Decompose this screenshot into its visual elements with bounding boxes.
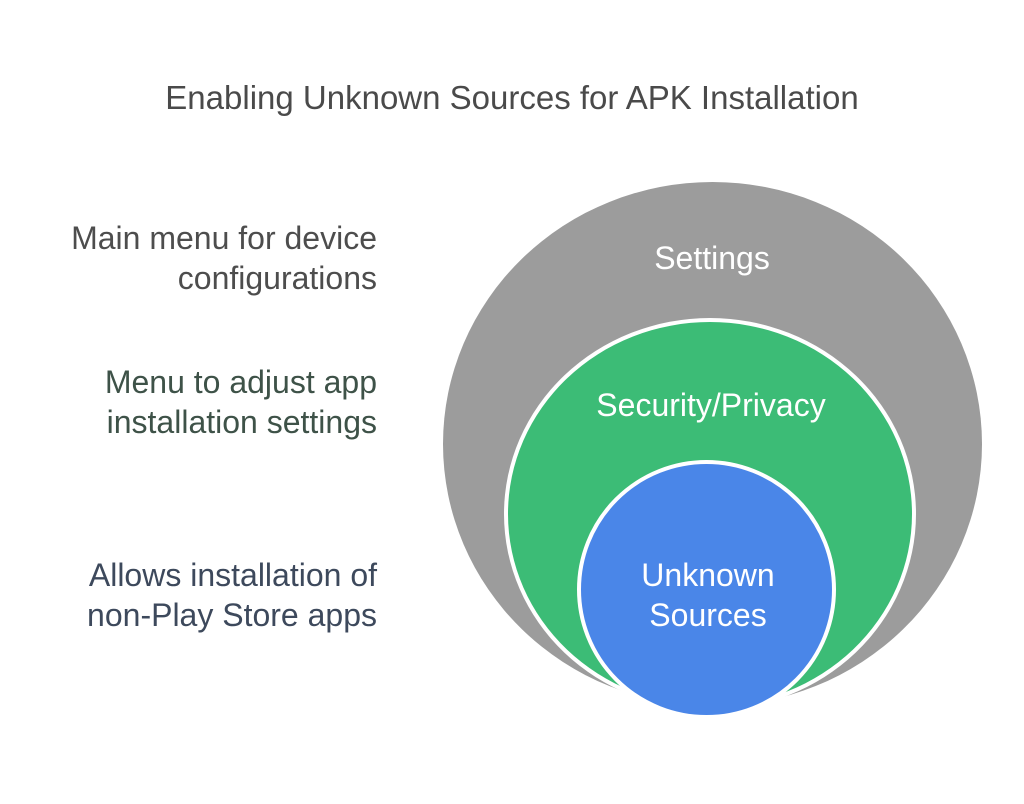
unknown-sources-description: Allows installation of non-Play Store ap… [87, 555, 377, 635]
description-line: Allows installation of [88, 557, 377, 593]
settings-circle-label: Settings [654, 240, 770, 276]
description-line: non-Play Store apps [87, 597, 377, 633]
description-line: Main menu for device [71, 220, 377, 256]
unknown-sources-circle [577, 460, 836, 719]
page-title: Enabling Unknown Sources for APK Install… [165, 79, 859, 116]
security-privacy-circle-label: Security/Privacy [596, 387, 826, 423]
unknown-sources-circle-label: Unknown Sources [641, 557, 775, 633]
description-line: Menu to adjust app [104, 364, 377, 400]
description-line: installation settings [106, 404, 377, 440]
description-line: configurations [177, 260, 377, 296]
security-privacy-description: Menu to adjust app installation settings [105, 362, 377, 442]
settings-description: Main menu for device configurations [71, 218, 377, 298]
